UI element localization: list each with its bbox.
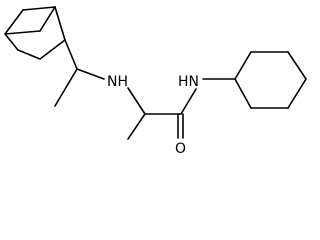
- nh-label-right: HN: [178, 74, 199, 90]
- bond: [64, 39, 78, 70]
- bond: [180, 88, 197, 115]
- molecule-structure: NH O HN: [4, 6, 307, 157]
- bond: [4, 30, 41, 35]
- bond: [4, 9, 24, 35]
- bond: [54, 68, 78, 107]
- bond: [287, 78, 307, 109]
- bond: [4, 33, 19, 51]
- bond: [22, 6, 56, 11]
- oxygen-label: O: [175, 141, 186, 157]
- bond: [39, 39, 66, 60]
- bond: [127, 113, 146, 140]
- bond: [234, 51, 252, 80]
- bond: [234, 78, 252, 109]
- norbornane-group: [4, 6, 66, 60]
- ethyl-linker: [54, 39, 105, 107]
- propanamide-chain: [127, 87, 197, 140]
- nh-label-left: NH: [107, 74, 128, 90]
- bond: [127, 87, 146, 115]
- bond: [287, 51, 307, 80]
- bond: [54, 6, 66, 41]
- bond: [17, 49, 41, 60]
- bond: [76, 68, 105, 80]
- cyclohexyl-group: [202, 51, 307, 109]
- bond: [39, 6, 56, 32]
